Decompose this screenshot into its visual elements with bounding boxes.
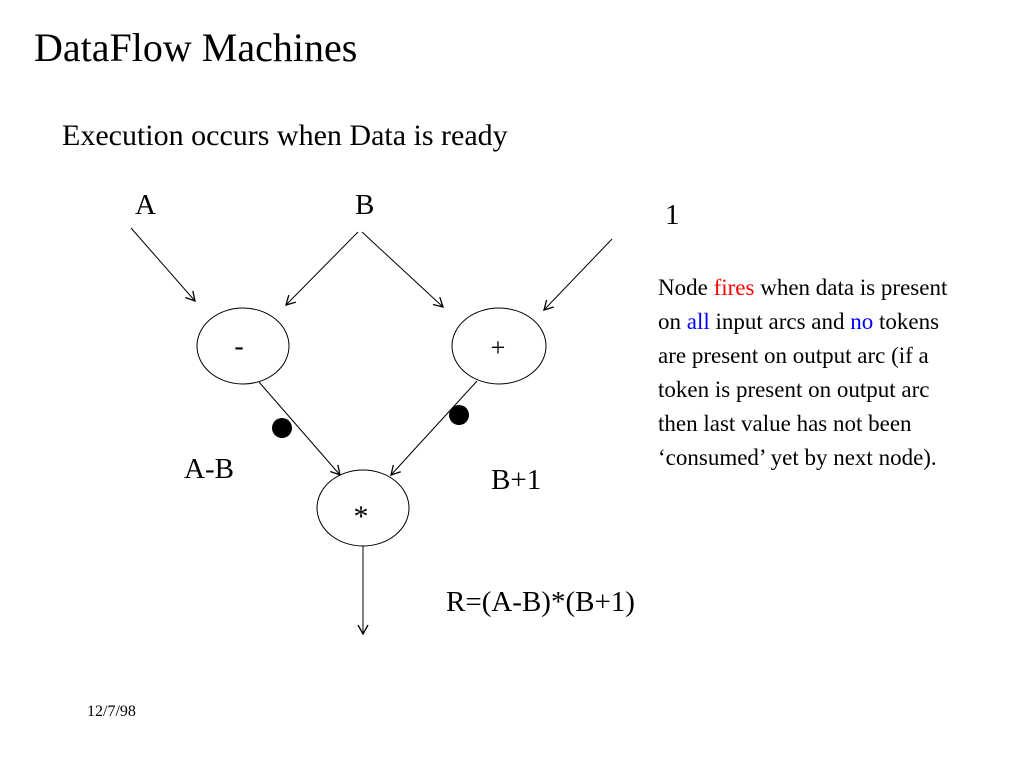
note-segment-fires: fires <box>713 275 755 300</box>
arrow-b-to-minus <box>285 231 359 306</box>
note-segment: tokens are present on output arc (if a t… <box>658 309 940 470</box>
note-segment: when data is present on <box>658 275 948 334</box>
token-dot-left <box>272 418 292 438</box>
note-segment-all: all <box>686 309 710 334</box>
edge-label-b-plus-1: B+1 <box>491 464 542 496</box>
slide-date: 12/7/98 <box>87 703 136 720</box>
note-segment: input arcs and <box>709 309 851 334</box>
arrow-plus-to-multiply <box>390 380 478 476</box>
slide-subtitle: Execution occurs when Data is ready <box>62 119 508 152</box>
result-formula: R=(A-B)*(B+1) <box>446 586 635 618</box>
plus-node-ellipse <box>451 307 547 385</box>
arrow-b-to-plus <box>361 231 444 308</box>
arrow-minus-to-multiply <box>258 381 341 477</box>
token-dot-right <box>449 405 469 425</box>
arrow-a-to-minus <box>130 227 196 303</box>
note-text: Node fires when data is present on all i… <box>658 271 960 475</box>
input-label-b: B <box>355 189 375 221</box>
input-label-a: A <box>135 189 156 221</box>
input-label-one: 1 <box>665 199 680 231</box>
minus-node-ellipse <box>196 307 290 385</box>
plus-node-symbol: + <box>490 333 506 362</box>
edge-label-a-minus-b: A-B <box>184 453 234 485</box>
page-title: DataFlow Machines <box>34 25 358 70</box>
minus-node-symbol: - <box>234 331 244 362</box>
note-segment: Node <box>658 275 714 300</box>
arrow-one-to-plus <box>543 238 613 311</box>
note-segment-no: no <box>850 309 874 334</box>
multiply-node-symbol: * <box>353 500 369 533</box>
